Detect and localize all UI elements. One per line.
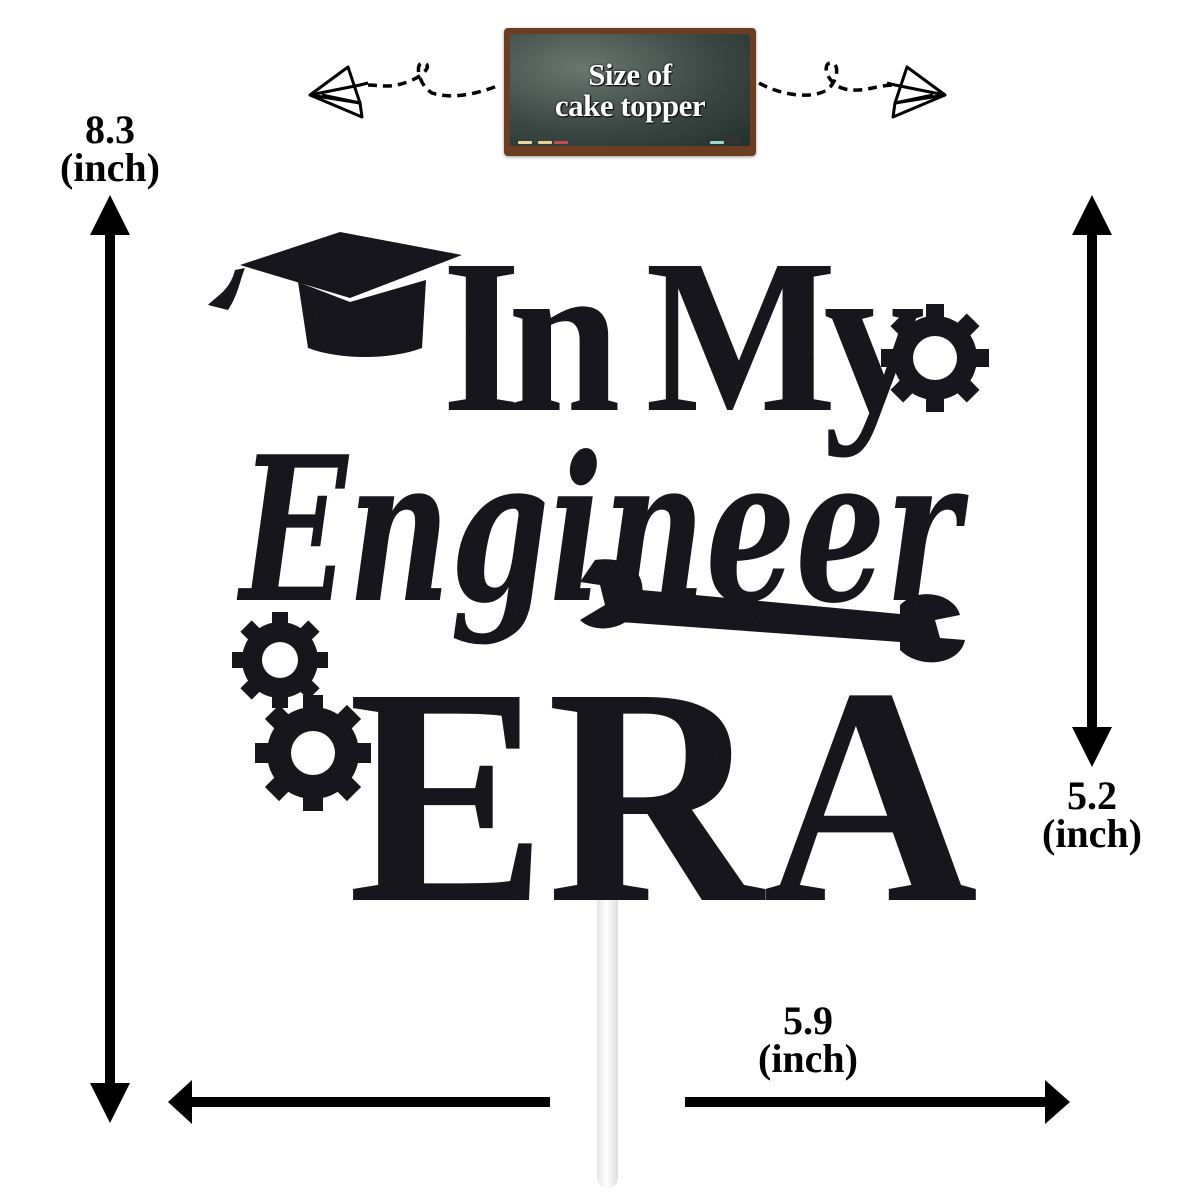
topper-line-3: ERA — [348, 625, 978, 910]
eraser-icon — [724, 137, 740, 144]
topper-height-value: 5.2 — [1067, 773, 1117, 818]
badge-line-2: cake topper — [554, 88, 706, 123]
topper-line-2: Engineer — [236, 413, 968, 648]
chalk-yellow — [518, 141, 532, 144]
wrench-icon — [580, 559, 965, 663]
horizontal-arrow-left-icon — [168, 1080, 550, 1124]
chalk-teal — [710, 141, 724, 144]
badge-line-1: Size of — [588, 57, 672, 92]
chalk-tan — [538, 141, 552, 144]
total-height-value: 8.3 — [85, 107, 135, 152]
vertical-arrow-topper-height-icon — [1072, 195, 1112, 767]
size-badge: Size of cake topper — [504, 28, 756, 156]
topper-height-label: 5.2 (inch) — [1012, 773, 1172, 856]
total-height-unit: (inch) — [60, 145, 160, 190]
gear-right-icon — [881, 304, 989, 412]
width-value: 5.9 — [783, 998, 833, 1043]
graduation-cap-icon — [208, 232, 462, 357]
topper-stick — [597, 888, 618, 1188]
chalkboard: Size of cake topper — [510, 34, 750, 146]
paper-plane-right-icon — [758, 61, 947, 119]
total-height-label: 8.3 (inch) — [30, 107, 190, 190]
paper-plane-left-icon — [308, 61, 501, 119]
width-label: 5.9 (inch) — [728, 998, 888, 1081]
chalk-red — [554, 141, 568, 144]
cake-topper: In My Engineer ERA — [208, 214, 989, 910]
topper-line-1: In My — [442, 214, 923, 458]
gear-small-icon — [232, 612, 328, 708]
topper-height-unit: (inch) — [1042, 811, 1142, 856]
vertical-arrow-total-height-icon — [90, 195, 130, 1123]
gear-large-icon — [255, 695, 371, 811]
width-unit: (inch) — [758, 1036, 858, 1081]
horizontal-arrow-right-icon — [685, 1080, 1070, 1124]
